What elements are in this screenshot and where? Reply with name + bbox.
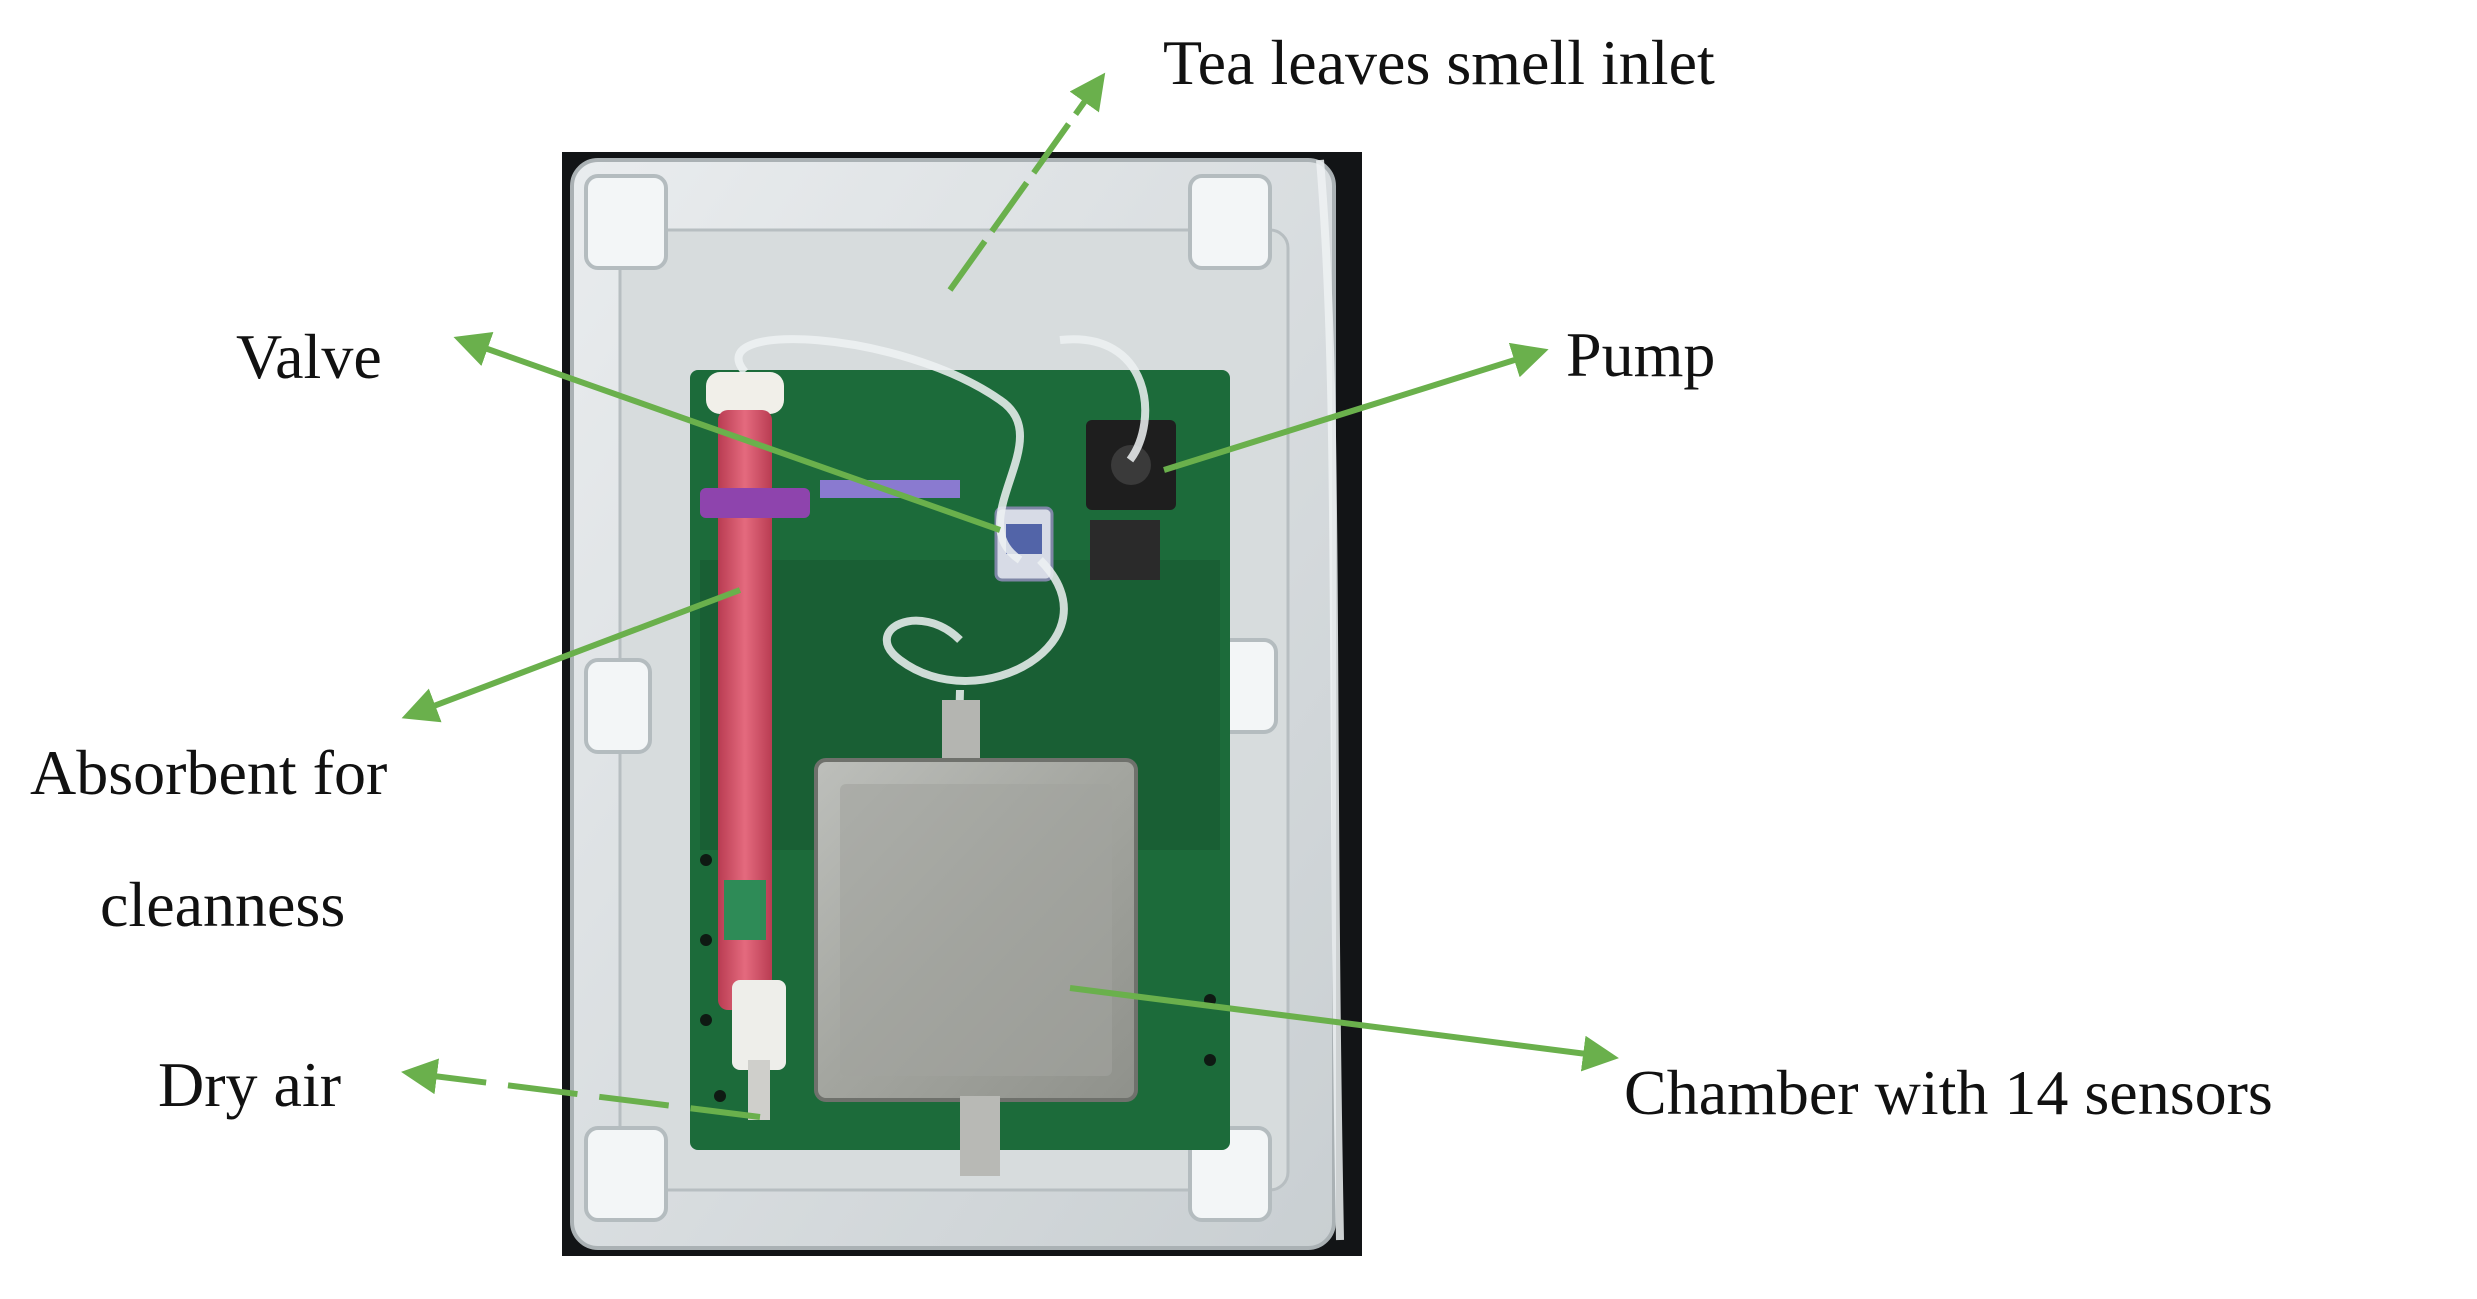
board-screws [700, 854, 1216, 1102]
callout-arrows [401, 72, 1619, 1120]
label-dry-air: Dry air [158, 1049, 342, 1120]
arrow-valve [453, 332, 1001, 533]
label-absorbent-line2: cleanness [100, 869, 346, 940]
arrow-chamber [1069, 985, 1619, 1072]
label-chamber: Chamber with 14 sensors [1624, 1057, 2273, 1128]
arrow-tea-inlet [947, 72, 1106, 292]
device-photo [562, 152, 1362, 1256]
label-tea-inlet: Tea leaves smell inlet [1163, 27, 1715, 98]
label-pump: Pump [1566, 319, 1716, 390]
label-absorbent-line1: Absorbent for [30, 737, 388, 808]
valve-module [994, 506, 1054, 582]
label-valve: Valve [236, 321, 382, 392]
pump-module [1086, 420, 1176, 580]
sensor-chamber [814, 700, 1138, 1176]
arrow-dry-air [401, 1058, 761, 1120]
arrow-absorbent [401, 587, 742, 723]
arrow-pump [1163, 342, 1549, 473]
absorbent-column [700, 372, 810, 1120]
